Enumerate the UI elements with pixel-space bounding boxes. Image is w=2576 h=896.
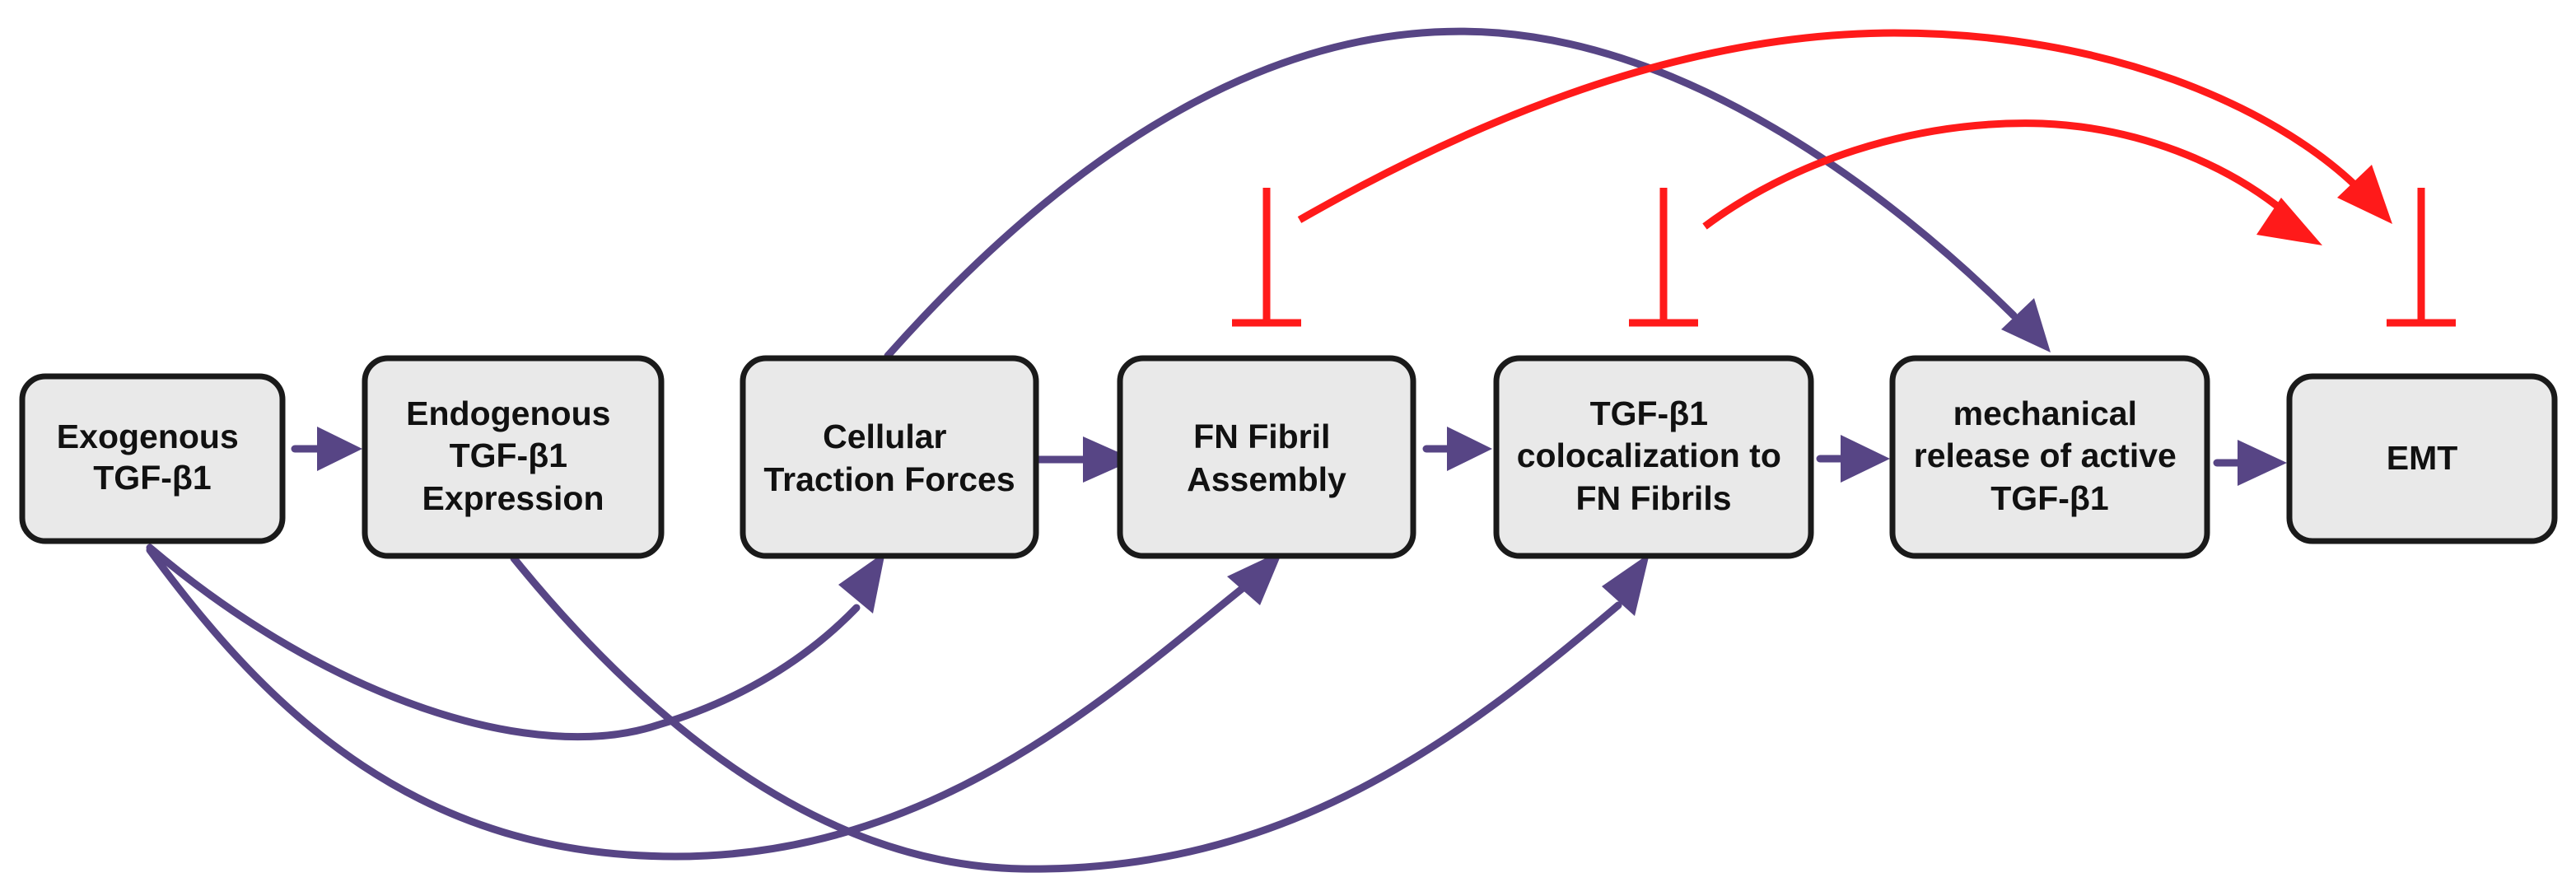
node-endogenous-tgf-b1-expression: Endogenous TGF-β1 Expression — [362, 355, 665, 559]
node-mechanical-release: mechanical release of active TGF-β1 — [1889, 355, 2210, 559]
edge-endogenous-to-colocalization — [510, 554, 1622, 873]
node-label: FN Fibril Assembly — [1187, 418, 1346, 498]
arrow-mech-release-to-emt — [2213, 440, 2287, 486]
arrow-exogenous-to-endogenous — [291, 427, 362, 471]
node-cellular-traction-forces: Cellular Traction Forces — [740, 355, 1039, 559]
arrowhead-fn-assembly — [1227, 550, 1283, 605]
node-label: Cellular Traction Forces — [763, 418, 1015, 498]
inhibition-bar-emt — [2387, 188, 2456, 327]
node-emt: EMT — [2286, 373, 2558, 544]
edge-exogenous-to-fn-assembly — [146, 546, 1246, 861]
arrowhead-mech-release — [2001, 298, 2051, 352]
arrow-fn-assembly-to-colocalization — [1422, 427, 1492, 471]
arrow-colocalization-to-mech-release — [1816, 435, 1890, 483]
edge-red-to-emt-arrow — [1297, 29, 2359, 223]
edge-exogenous-to-traction — [146, 544, 861, 741]
arrowhead-colocalization — [1602, 553, 1650, 616]
node-fn-fibril-assembly: FN Fibril Assembly — [1117, 355, 1416, 559]
node-label: mechanical release of active TGF-β1 — [1914, 394, 2186, 517]
arrowhead-traction — [838, 552, 885, 614]
node-label: TGF-β1 colocalization to FN Fibrils — [1517, 394, 1791, 517]
node-label: Exogenous TGF-β1 — [57, 418, 248, 497]
node-exogenous-tgf-b1: Exogenous TGF-β1 — [19, 373, 286, 544]
inhibition-bar-fn-assembly — [1232, 188, 1301, 327]
node-label: EMT — [2387, 439, 2458, 477]
red-arrowhead-inner — [2256, 198, 2322, 245]
node-tgf-b1-colocalization: TGF-β1 colocalization to FN Fibrils — [1493, 355, 1814, 559]
edge-traction-to-mech-release — [884, 27, 2018, 360]
node-label: Endogenous TGF-β1 Expression — [406, 394, 620, 517]
arrow-traction-to-fn-assembly — [1035, 436, 1135, 483]
inhibition-bar-colocalization — [1629, 188, 1698, 327]
edge-red-to-emt-arrow-inner — [1702, 119, 2280, 230]
red-arrowhead-outer — [2337, 165, 2392, 224]
